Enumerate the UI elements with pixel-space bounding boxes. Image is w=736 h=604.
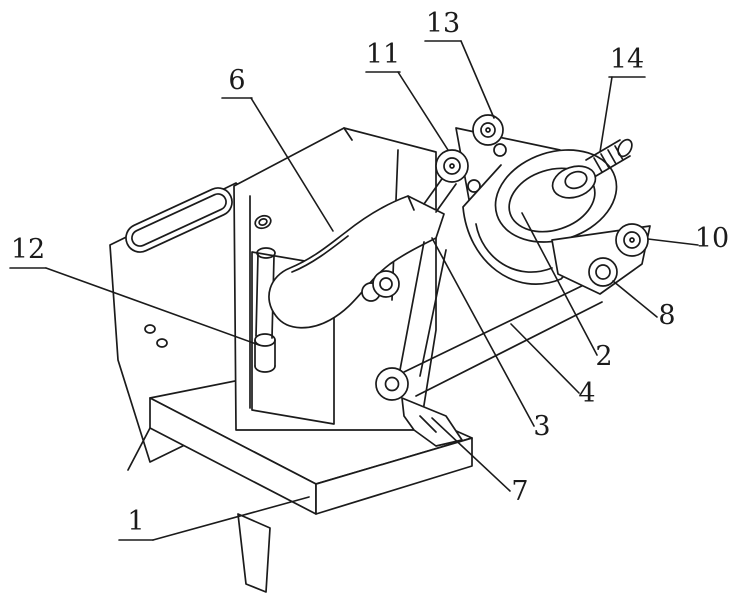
base-foot-tab bbox=[237, 513, 271, 593]
roller11-outer bbox=[435, 149, 469, 183]
roller13-inner bbox=[480, 122, 496, 138]
leader-1 bbox=[152, 496, 310, 541]
roller-8 bbox=[588, 257, 618, 287]
pin-rod-left bbox=[423, 175, 445, 205]
link3-right bbox=[419, 249, 447, 377]
callout-labels: 13 14 11 6 12 10 8 2 4 3 7 1 bbox=[11, 8, 729, 537]
callout-leaders bbox=[9, 40, 699, 541]
roller10-center bbox=[629, 237, 635, 243]
part-label-10: 10 bbox=[695, 223, 729, 254]
leader-7 bbox=[431, 417, 511, 492]
cylinder-flange-arc bbox=[475, 223, 553, 273]
link4-top bbox=[403, 281, 591, 373]
right-roller-bracket bbox=[551, 223, 651, 295]
leader-3 bbox=[431, 237, 535, 427]
leader-8 bbox=[612, 280, 658, 318]
cylinder-side-edges bbox=[462, 164, 600, 285]
part-label-2: 2 bbox=[595, 341, 612, 372]
wall-hole-2 bbox=[156, 338, 168, 348]
oblong-slot-outer bbox=[125, 187, 233, 253]
pin-bottom bbox=[254, 365, 276, 373]
drawing-root bbox=[9, 40, 699, 593]
curved-arm bbox=[268, 195, 445, 329]
leader-4 bbox=[510, 323, 580, 394]
leader-11 bbox=[397, 71, 449, 151]
leader-12 bbox=[45, 267, 260, 346]
top-hole-inner bbox=[258, 218, 268, 226]
wall-hole-1 bbox=[144, 324, 156, 334]
roller11-inner bbox=[443, 157, 461, 175]
part-label-14: 14 bbox=[610, 44, 644, 75]
leader-2 bbox=[521, 212, 598, 356]
arm-outline bbox=[268, 195, 445, 329]
roller10-outer bbox=[615, 223, 649, 257]
shaft-boss-inner bbox=[564, 170, 588, 190]
bracket7-inner-edge bbox=[419, 415, 437, 433]
roller11-center bbox=[449, 163, 455, 169]
window-rod-top bbox=[256, 247, 276, 259]
mid-roller-inner bbox=[379, 277, 393, 291]
bolt-hole-2 bbox=[467, 179, 481, 193]
bracket-part-7 bbox=[401, 397, 463, 447]
part-label-3: 3 bbox=[533, 411, 550, 442]
thread-hatch-3 bbox=[607, 149, 617, 165]
link-boss-hole bbox=[384, 376, 400, 392]
leader-13 bbox=[460, 40, 495, 119]
roller-11 bbox=[435, 149, 469, 183]
link-assembly bbox=[375, 241, 603, 447]
part-label-13: 13 bbox=[426, 8, 460, 39]
thread-hatch-4 bbox=[614, 145, 624, 161]
leader-6 bbox=[250, 97, 334, 232]
roller8-outer bbox=[588, 257, 618, 287]
top-hole-outer bbox=[254, 214, 272, 230]
roller-13 bbox=[472, 114, 504, 146]
roller8-inner bbox=[595, 264, 611, 280]
bolt-hole-1 bbox=[493, 143, 507, 157]
part-label-1: 1 bbox=[127, 506, 144, 537]
roller13-center bbox=[485, 127, 491, 133]
thread-hatch-1 bbox=[593, 157, 603, 173]
pin-rod-right bbox=[435, 183, 457, 213]
oblong-slot-inner bbox=[131, 193, 227, 247]
link3-left bbox=[399, 241, 425, 371]
thread-hatch-2 bbox=[600, 153, 610, 169]
roller10-inner bbox=[623, 231, 641, 249]
part-label-8: 8 bbox=[658, 300, 675, 331]
mid-roller-outer bbox=[372, 270, 400, 298]
leader-14 bbox=[599, 76, 613, 153]
window-rod-left bbox=[255, 253, 259, 337]
base-front-face bbox=[315, 437, 473, 515]
threaded-stud bbox=[585, 138, 633, 177]
stud-side-top bbox=[585, 139, 621, 161]
part-label-11: 11 bbox=[366, 39, 400, 70]
leader-10 bbox=[647, 238, 699, 246]
link4-bottom bbox=[415, 301, 603, 397]
roller13-outer bbox=[472, 114, 504, 146]
part-label-12: 12 bbox=[11, 234, 45, 265]
arm-contour bbox=[291, 235, 349, 273]
base-bevel-edge bbox=[127, 427, 151, 471]
part-label-6: 6 bbox=[228, 65, 245, 96]
part-label-7: 7 bbox=[511, 476, 528, 507]
roller-10 bbox=[615, 223, 649, 257]
mid-rollers bbox=[361, 270, 400, 302]
clevis-edge bbox=[407, 195, 415, 211]
part-label-4: 4 bbox=[578, 378, 595, 409]
plate-top-edge bbox=[343, 127, 353, 141]
link-boss-outer bbox=[375, 367, 409, 401]
cylinder-groove bbox=[508, 167, 596, 233]
